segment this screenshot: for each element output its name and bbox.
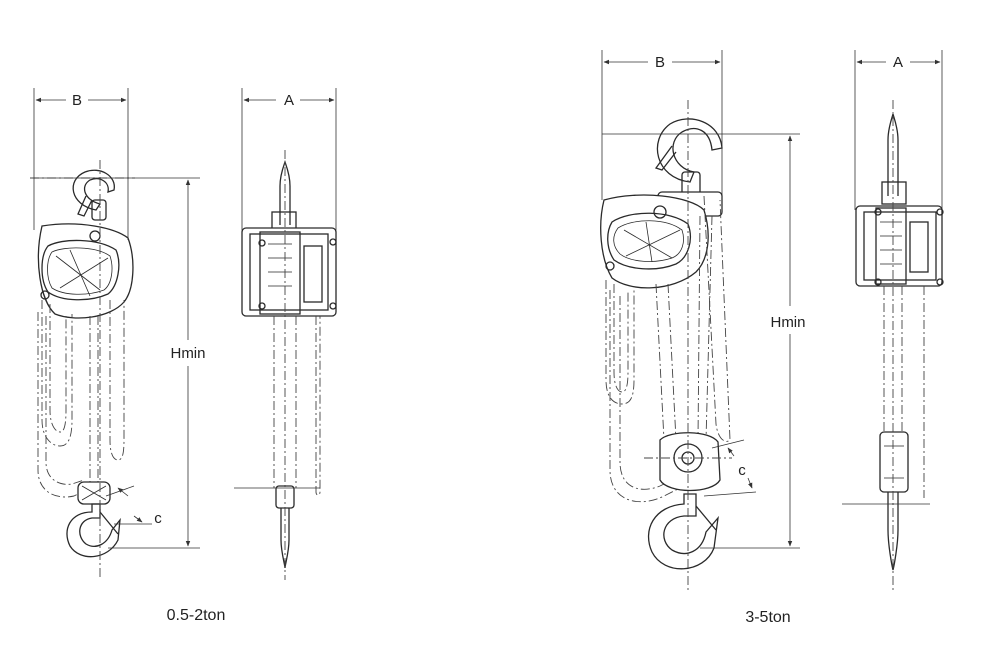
small-c-label: c — [154, 510, 162, 527]
small-b-label: B — [72, 92, 82, 109]
large-a-label: A — [893, 54, 903, 71]
caption-small: 0.5-2ton — [167, 607, 226, 624]
small-a-label: A — [284, 92, 294, 109]
large-hmin-label: Hmin — [770, 314, 805, 331]
large-dimension-b: B — [601, 50, 723, 210]
small-dimension-a: A — [241, 88, 337, 230]
small-dimension-b: B — [33, 88, 129, 240]
large-dimension-hmin: Hmin — [602, 133, 806, 549]
small-hoist-side-view — [234, 150, 337, 580]
large-hoist-front-view — [600, 100, 732, 590]
caption-large: 3-5ton — [745, 609, 790, 626]
small-hoist-front-view — [30, 160, 135, 580]
small-hmin-label: Hmin — [170, 345, 205, 362]
large-dimension-c: c — [703, 439, 757, 497]
large-b-label: B — [655, 54, 665, 71]
small-dimension-hmin: Hmin — [34, 177, 206, 549]
large-hoist-side-view — [842, 100, 944, 590]
large-c-label: c — [738, 462, 746, 479]
small-dimension-c: c — [105, 485, 162, 527]
large-dimension-a: A — [854, 50, 943, 210]
